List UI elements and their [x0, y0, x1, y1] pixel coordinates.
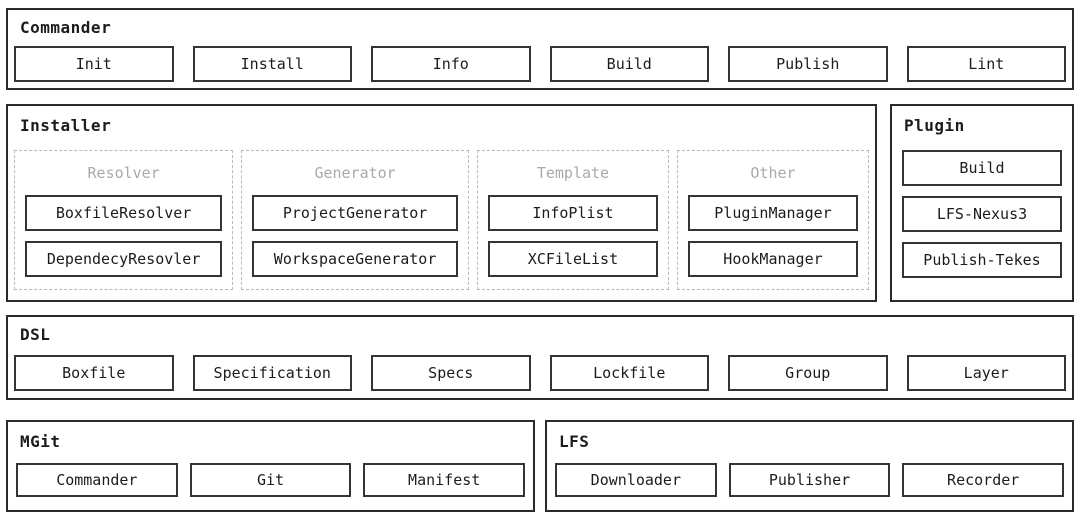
group-generator-title: Generator	[314, 164, 396, 182]
lfs-button-row: Downloader Publisher Recorder	[555, 463, 1065, 497]
lfs-panel-title: LFS	[559, 432, 590, 451]
box-boxfile: Boxfile	[14, 355, 174, 391]
group-other-title: Other	[750, 164, 796, 182]
box-lfs-nexus3: LFS-Nexus3	[902, 196, 1062, 232]
mgit-panel: MGit Commander Git Manifest	[6, 420, 535, 512]
mgit-panel-title: MGit	[20, 432, 61, 451]
dsl-button-row: Boxfile Specification Specs Lockfile Gro…	[14, 355, 1066, 391]
group-generator: Generator ProjectGenerator WorkspaceGene…	[241, 150, 469, 290]
box-git: Git	[189, 463, 352, 497]
box-init: Init	[14, 46, 174, 82]
group-other: Other PluginManager HookManager	[676, 150, 869, 290]
plugin-panel-title: Plugin	[904, 116, 965, 135]
box-publish-tekes: Publish-Tekes	[902, 242, 1062, 278]
box-xcfilelist: XCFileList	[487, 241, 658, 277]
box-install: Install	[192, 46, 352, 82]
installer-plugin-row: Installer Resolver BoxfileResolver Depen…	[6, 104, 1074, 302]
box-specification: Specification	[192, 355, 352, 391]
box-recorder: Recorder	[902, 463, 1065, 497]
box-lint: Lint	[906, 46, 1066, 82]
box-dependecy-resovler: DependecyResovler	[25, 241, 223, 277]
box-boxfile-resolver: BoxfileResolver	[25, 195, 223, 231]
box-group: Group	[728, 355, 888, 391]
installer-panel: Installer Resolver BoxfileResolver Depen…	[6, 104, 877, 302]
group-resolver-title: Resolver	[87, 164, 160, 182]
box-publish: Publish	[728, 46, 888, 82]
box-manifest: Manifest	[363, 463, 526, 497]
commander-panel: Commander Init Install Info Build Publis…	[6, 8, 1074, 90]
box-publisher: Publisher	[728, 463, 891, 497]
box-plugin-build: Build	[902, 150, 1062, 186]
box-infoplist: InfoPlist	[487, 195, 658, 231]
group-template-title: Template	[536, 164, 610, 182]
box-specs: Specs	[371, 355, 531, 391]
commander-panel-title: Commander	[20, 18, 112, 37]
installer-groups: Resolver BoxfileResolver DependecyResovl…	[14, 150, 869, 290]
lfs-panel: LFS Downloader Publisher Recorder	[545, 420, 1074, 512]
box-project-generator: ProjectGenerator	[252, 195, 458, 231]
box-lockfile: Lockfile	[549, 355, 709, 391]
box-info: Info	[371, 46, 531, 82]
box-build: Build	[549, 46, 709, 82]
group-template: Template InfoPlist XCFileList	[476, 150, 669, 290]
plugin-panel: Plugin Build LFS-Nexus3 Publish-Tekes	[890, 104, 1074, 302]
box-plugin-manager: PluginManager	[687, 195, 858, 231]
dsl-panel: DSL Boxfile Specification Specs Lockfile…	[6, 315, 1074, 400]
mgit-lfs-row: MGit Commander Git Manifest LFS Download…	[6, 420, 1074, 512]
mgit-button-row: Commander Git Manifest	[16, 463, 526, 497]
box-hook-manager: HookManager	[687, 241, 858, 277]
box-workspace-generator: WorkspaceGenerator	[252, 241, 458, 277]
installer-panel-title: Installer	[20, 116, 112, 135]
box-downloader: Downloader	[555, 463, 717, 497]
plugin-button-column: Build LFS-Nexus3 Publish-Tekes	[902, 150, 1062, 278]
commander-button-row: Init Install Info Build Publish Lint	[14, 46, 1066, 82]
dsl-panel-title: DSL	[20, 325, 51, 344]
box-layer: Layer	[906, 355, 1066, 391]
group-resolver: Resolver BoxfileResolver DependecyResovl…	[14, 150, 234, 290]
box-mgit-commander: Commander	[16, 463, 178, 497]
